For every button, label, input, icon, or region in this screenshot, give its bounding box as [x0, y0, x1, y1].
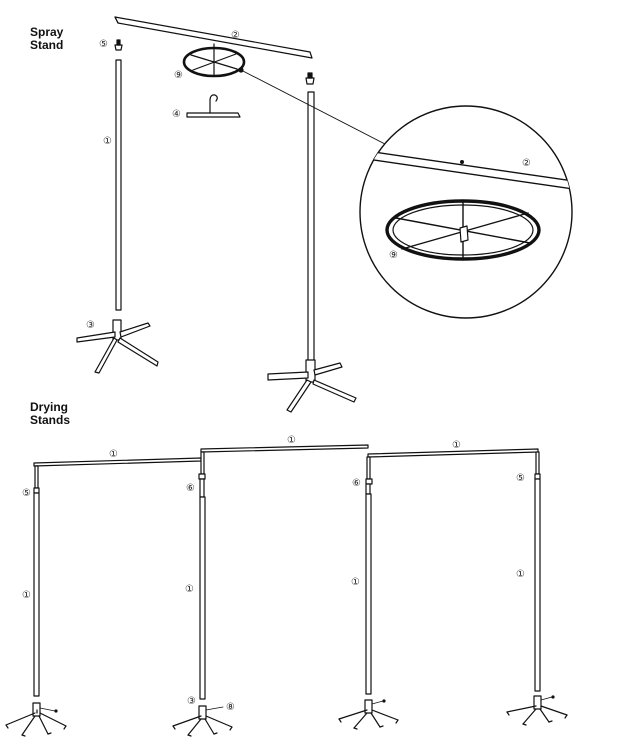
spray-right-base: [267, 359, 357, 413]
callout-ring: ⑨: [174, 70, 183, 81]
drying-pole-2: [198, 451, 206, 700]
callout-drying-cap-1: ⑤: [22, 488, 31, 499]
spray-right-pole: [307, 91, 315, 368]
callout-drying-clip-2: ⑧: [226, 702, 235, 713]
drying-base-4: [506, 695, 568, 726]
drying-stands-heading: Drying Stands: [30, 401, 70, 427]
callout-hanger: ④: [172, 109, 181, 120]
callout-pole: ①: [103, 136, 112, 147]
callout-base: ③: [86, 320, 95, 331]
callout-drying-bar-1: ①: [109, 449, 118, 460]
spray-right-cap-icon: [305, 72, 315, 85]
spray-ring: [182, 43, 246, 78]
drying-base-2: [172, 705, 233, 737]
callout-crossbar: ②: [231, 30, 240, 41]
drying-base-3: [338, 699, 399, 730]
spray-stand-heading-line2: Stand: [30, 38, 64, 52]
spray-hanger-icon: [186, 94, 241, 118]
drying-top-bar-2: [200, 444, 369, 453]
callout-drying-pole-4: ①: [516, 569, 525, 580]
spray-left-cap-icon: [114, 39, 123, 51]
callout-drying-cap-4: ⑤: [516, 473, 525, 484]
callout-drying-pole-1: ①: [22, 590, 31, 601]
spray-stand: [76, 16, 386, 413]
callout-drying-base-2: ③: [187, 696, 196, 707]
callout-drying-pole-3: ①: [351, 577, 360, 588]
callout-labels: ② ⑤ ⑨ ④ ① ③ ② ⑨ ① ① ① ⑤ ⑥ ⑥ ⑤ ① ① ① ① ③ …: [22, 30, 531, 713]
drying-pole-1: [33, 465, 40, 697]
spray-left-base: [76, 319, 159, 374]
zoom-source-dot: [238, 67, 244, 73]
callout-drying-bar-3: ①: [452, 440, 461, 451]
drying-base-1: [5, 702, 67, 737]
callout-cap: ⑤: [99, 39, 108, 50]
drying-stands-heading-line1: Drying: [30, 400, 69, 414]
callout-ring-detail: ⑨: [389, 250, 398, 261]
spray-stand-heading: Spray Stand: [30, 26, 63, 52]
callout-crossbar-detail: ②: [522, 158, 531, 169]
drying-pole-4: [534, 451, 541, 692]
spray-crossbar: [114, 16, 313, 59]
spray-stand-heading-line1: Spray: [30, 25, 64, 39]
callout-drying-pole-2: ①: [185, 584, 194, 595]
drying-stands-heading-line2: Stands: [30, 413, 71, 427]
callout-drying-bar-2: ①: [287, 435, 296, 446]
drying-stands: [5, 444, 568, 737]
zoom-leader-line: [240, 69, 386, 145]
callout-drying-connector-2: ⑥: [186, 483, 195, 494]
detail-magnifier: [359, 105, 573, 319]
callout-drying-connector-3: ⑥: [352, 478, 361, 489]
drying-pole-3: [365, 456, 373, 695]
spray-left-pole: [115, 59, 122, 311]
